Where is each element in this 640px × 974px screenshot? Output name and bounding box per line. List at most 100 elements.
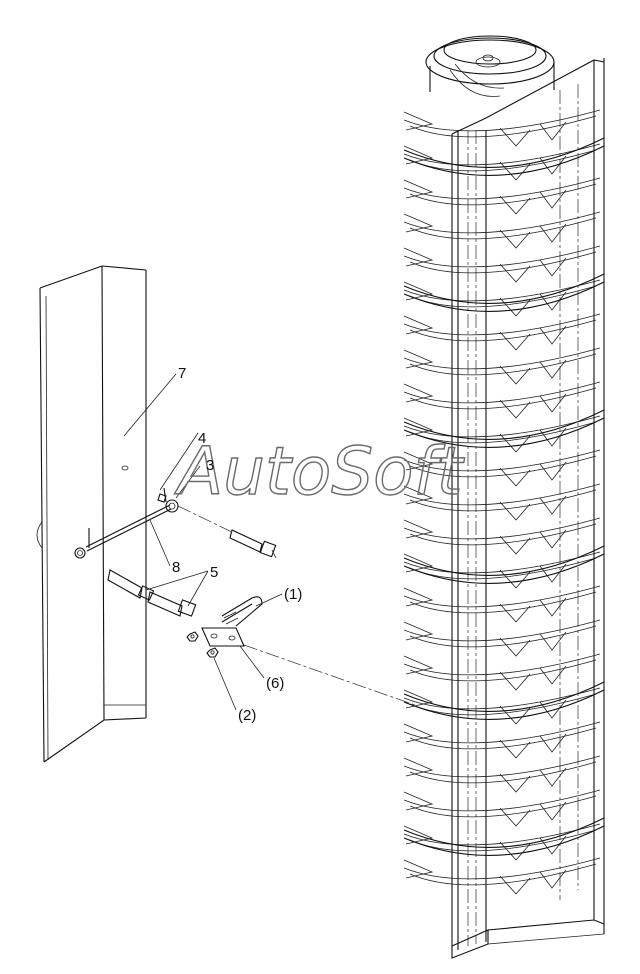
flight-edge (403, 381, 601, 404)
flight-edge (403, 653, 601, 676)
blade-tooth (539, 801, 567, 821)
flight-edge (409, 387, 597, 410)
flight-blade (403, 823, 601, 861)
flight-edge (409, 795, 597, 818)
blade-tooth (499, 161, 531, 181)
blade-tooth (499, 569, 531, 589)
flight-blade (403, 653, 601, 691)
flight-edge (403, 585, 601, 608)
flight-edge (403, 687, 601, 710)
flight-edge (403, 449, 601, 472)
blade-tooth (499, 603, 531, 623)
flight-edge (409, 183, 597, 206)
flight-edge (409, 217, 597, 240)
flight-edge (403, 313, 601, 336)
blade-tooth (499, 875, 531, 895)
blade-tooth (499, 535, 531, 555)
frame-rails (451, 58, 605, 950)
blade-tooth (403, 315, 434, 335)
blade-tooth (499, 637, 531, 657)
blade-tooth (499, 671, 531, 691)
flight-edge (409, 115, 597, 138)
ring-band (403, 817, 605, 848)
clamp-plate (201, 627, 245, 647)
flight-edge (409, 455, 597, 478)
blade-tooth (499, 739, 531, 759)
blade-tooth (539, 291, 567, 311)
blade-tooth (499, 773, 531, 793)
flight-blade (403, 619, 601, 657)
blade-tooth (499, 365, 531, 385)
channel-panel (36, 265, 147, 763)
flight-edge (409, 625, 597, 648)
blade-tooth (499, 127, 531, 147)
flight-edge (409, 659, 597, 682)
flight-blade (403, 517, 601, 555)
flight-edge (409, 591, 597, 614)
ring-band (403, 137, 605, 168)
ring-band (403, 409, 605, 440)
flight-edge (409, 761, 597, 784)
flight-blade (403, 211, 601, 249)
ring-band (403, 825, 605, 856)
flight-blade (403, 789, 601, 827)
blade-tooth (539, 733, 567, 753)
blade-tooth (539, 257, 567, 277)
callout-3: 3 (206, 457, 214, 474)
blade-tooth (539, 393, 567, 413)
blade-tooth (539, 563, 567, 583)
blade-tooth (403, 859, 434, 879)
blade-tooth (403, 519, 434, 539)
blade-tooth (403, 383, 434, 403)
flight-edge (403, 619, 601, 642)
blade-tooth (403, 349, 434, 369)
rod-assembly (74, 487, 179, 559)
strap-lower (107, 569, 197, 617)
flight-edge (409, 863, 597, 886)
top-pulley (425, 35, 555, 97)
blade-tooth (499, 229, 531, 249)
flight-edge (409, 319, 597, 342)
blade-tooth (539, 495, 567, 515)
blade-tooth (539, 597, 567, 617)
blade-tooth (499, 841, 531, 861)
blade-tooth (499, 433, 531, 453)
blade-tooth (539, 427, 567, 447)
blade-tooth (403, 757, 434, 777)
ring-band (403, 681, 605, 712)
flight-blade (403, 483, 601, 521)
flight-edge (409, 727, 597, 750)
blade-tooth (403, 485, 434, 505)
flight-edge (403, 109, 601, 132)
blade-tooth (403, 723, 434, 743)
flight-edge (403, 347, 601, 370)
blade-tooth (403, 791, 434, 811)
flight-edge (409, 251, 597, 274)
assembly-line-strap (177, 505, 233, 533)
ring-band (403, 553, 605, 584)
nuts (186, 631, 219, 658)
blade-tooth (403, 111, 434, 131)
flight-blade (403, 177, 601, 215)
flight-edge (403, 789, 601, 812)
ring-band (403, 273, 605, 304)
blade-tooth (539, 631, 567, 651)
blade-tooth (499, 331, 531, 351)
blade-tooth (403, 247, 434, 267)
callout-6: (6) (266, 675, 284, 692)
flight-edge (403, 857, 601, 880)
flight-edge (403, 823, 601, 846)
flight-edge (403, 517, 601, 540)
flight-blade (403, 347, 601, 385)
blade-tooth (539, 767, 567, 787)
blade-tooth (403, 587, 434, 607)
blade-tooth (499, 467, 531, 487)
flight-edge (403, 483, 601, 506)
flight-edge (403, 211, 601, 234)
ring-band (403, 417, 605, 448)
flight-edge (409, 523, 597, 546)
blade-tooth (539, 461, 567, 481)
blade-tooth (499, 195, 531, 215)
flight-blade (403, 721, 601, 759)
blade-tooth (499, 399, 531, 419)
